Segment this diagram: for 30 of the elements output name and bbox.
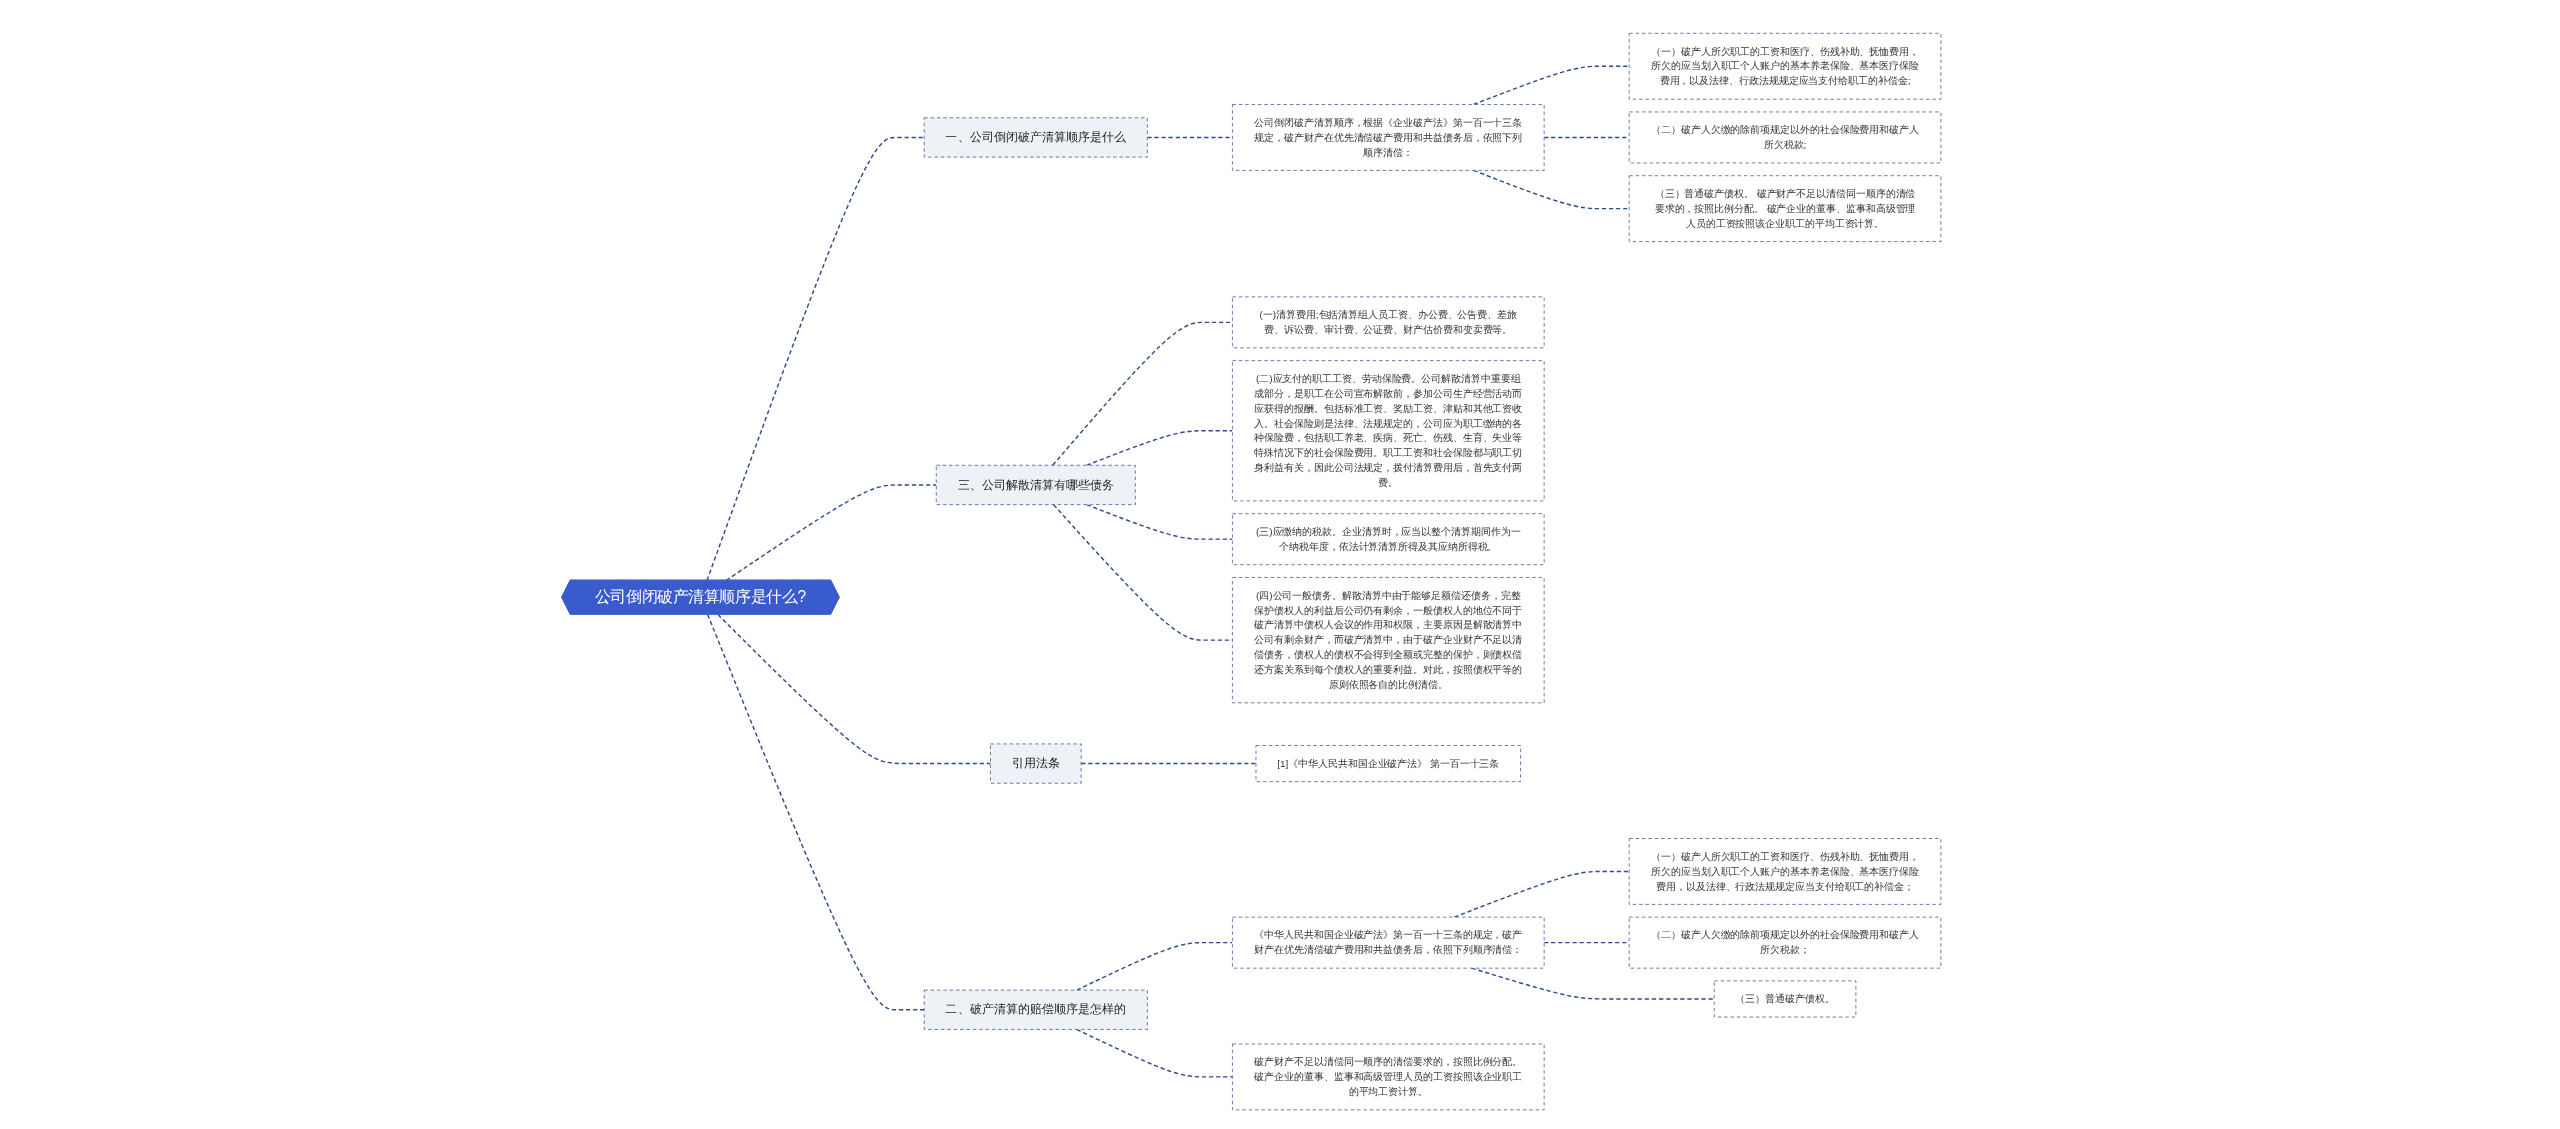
connector (1052, 321, 1234, 466)
node-box: 一、公司倒闭破产清算顺序是什么 (924, 117, 1149, 158)
node-box: （三）普通破产债权。 破产财产不足以清偿同一顺序的清偿要求的，按照比例分配。 破产企业的董事、监事和高级管理人员的工资按照该企业职工的平均工资计算。 (1629, 175, 1942, 242)
node-box: （二）破产人欠缴的除前项规定以外的社会保险费用和破产人所欠税款； (1629, 916, 1942, 969)
node-box: 引用法条 (990, 743, 1082, 784)
node-box: （二）破产人欠缴的除前项规定以外的社会保险费用和破产人所欠税款; (1629, 111, 1942, 164)
node-box: [1]《中华人民共和国企业破产法》 第一百一十三条 (1256, 745, 1522, 782)
connector (1086, 503, 1234, 540)
connector (717, 613, 992, 765)
connector (1080, 762, 1258, 765)
node-box: (二)应支付的职工工资、劳动保险费。公司解散清算中重要组成部分，是职工在公司宣布解散前，参加公司生产经营活动而应获得的报酬。包括标准工资、奖励工资、津贴和其他工资收入。社会保险则是法律、法规规定的，公司应为职工缴纳的各种保险费，包括职工养老、疾病、死亡、伤残、生育、失业等特殊情况下的社会保险费用。职工工资和社会保险都与职工切身利益有关，因此公司法规定，拨付清算费用后，首先支付两费。 (1232, 360, 1545, 502)
connector (1086, 430, 1234, 466)
connector (1453, 870, 1631, 918)
node-box: （一）破产人所欠职工的工资和医疗、伤残补助、抚恤费用，所欠的应当划入职工个人账户的基本养老保险、基本医疗保险费用，以及法律、行政法规规定应当支付给职工的补偿金； (1629, 838, 1942, 905)
connector (1076, 941, 1234, 991)
node-box: (一)清算费用;包括清算组人员工资、办公费、公告费、差旅费、诉讼费、审计费、公证费、财产估价费和变卖费等。 (1232, 296, 1545, 349)
node-box: 二、破产清算的赔偿顺序是怎样的 (924, 989, 1149, 1030)
node-box: 《中华人民共和国企业破产法》第一百一十三条的规定，破产财产在优先清偿破产费用和共益债务后，依照下列顺序清偿： (1232, 916, 1545, 969)
node-box: 破产财产不足以清偿同一顺序的清偿要求的，按照比例分配。破产企业的董事、监事和高级管理人员的工资按照该企业职工的平均工资计算。 (1232, 1043, 1545, 1111)
node-box: （一）破产人所欠职工的工资和医疗、伤残补助、抚恤费用，所欠的应当划入职工个人账户的基本养老保险、基本医疗保险费用，以及法律、行政法规规定应当支付给职工的补偿金; (1629, 32, 1942, 100)
connector (1053, 503, 1234, 641)
node-box: （三）普通破产债权。 (1714, 980, 1857, 1018)
node-box: 公司倒闭破产清算顺序，根据《企业破产法》第一百一十三条规定，破产财产在优先清偿破产费用和共益债务后，依照下列顺序清偿： (1232, 104, 1545, 171)
connector (707, 613, 926, 1011)
node-box: (四)公司一般债务。解散清算中由于能够足额偿还债务，完整保护债权人的利益后公司仍有剩余，一般债权人的地位不同于破产清算中债权人会议的作用和权限，主要原因是解散清算中公司有剩余财产，而破产清算中，由于破产企业财产不足以清偿债务，债权人的债权不会得到全额或完整的保护，则债权偿还方案关系到每个债权人的重要利益。对此，按照债权平等的原则依照各自的比例清偿。 (1232, 577, 1545, 704)
connector (706, 136, 926, 582)
node-box: 三、公司解散清算有哪些债务 (936, 464, 1137, 505)
connector (1076, 1028, 1234, 1078)
connector (725, 484, 938, 582)
node-box: (三)应缴纳的税款。企业清算时，应当以整个清算期间作为一个纳税年度，依法计算清算所得及其应纳所得税。 (1232, 513, 1545, 566)
